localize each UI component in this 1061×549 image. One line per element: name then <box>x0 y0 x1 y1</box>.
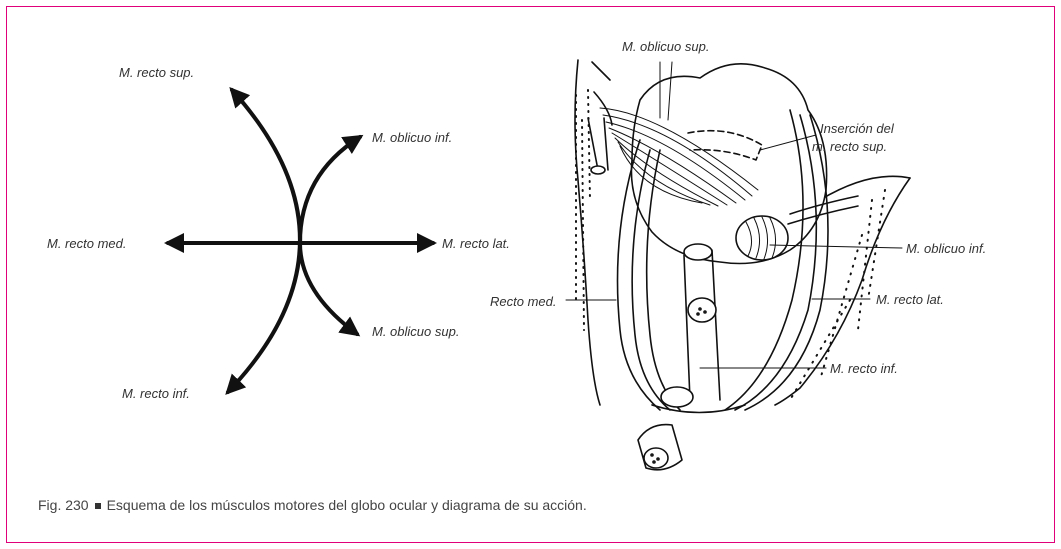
optic-nerve <box>684 244 720 400</box>
label-anat-recto-med: Recto med. <box>490 294 556 309</box>
annulus-tendineus <box>661 387 693 407</box>
arrow-oblicuo-inf <box>300 137 360 243</box>
orbit-wall-left <box>575 60 610 405</box>
caption-separator <box>95 503 101 509</box>
label-anat-insercion-2: m. recto sup. <box>812 139 887 154</box>
optic-nerve-cut <box>638 425 682 470</box>
label-recto-lat: M. recto lat. <box>442 236 510 251</box>
label-anat-oblicuo-inf: M. oblicuo inf. <box>906 241 986 256</box>
label-oblicuo-inf: M. oblicuo inf. <box>372 130 452 145</box>
label-anat-oblicuo-sup: M. oblicuo sup. <box>622 39 709 54</box>
trochlea-pulley <box>588 92 612 174</box>
action-diagram-labels: M. recto sup. M. oblicuo inf. M. recto m… <box>47 65 510 401</box>
caption-text: Esquema de los músculos motores del glob… <box>107 497 587 513</box>
arrow-oblicuo-sup <box>300 243 357 334</box>
label-recto-inf: M. recto inf. <box>122 386 190 401</box>
label-anat-recto-lat: M. recto lat. <box>876 292 944 307</box>
label-recto-med: M. recto med. <box>47 236 126 251</box>
label-anat-insercion-1: Inserción del <box>820 121 895 136</box>
label-recto-sup: M. recto sup. <box>119 65 194 80</box>
figure-caption: Fig. 230 Esquema de los músculos motores … <box>38 497 587 513</box>
label-oblicuo-sup: M. oblicuo sup. <box>372 324 459 339</box>
caption-number: Fig. 230 <box>38 497 89 513</box>
label-anat-recto-inf: M. recto inf. <box>830 361 898 376</box>
